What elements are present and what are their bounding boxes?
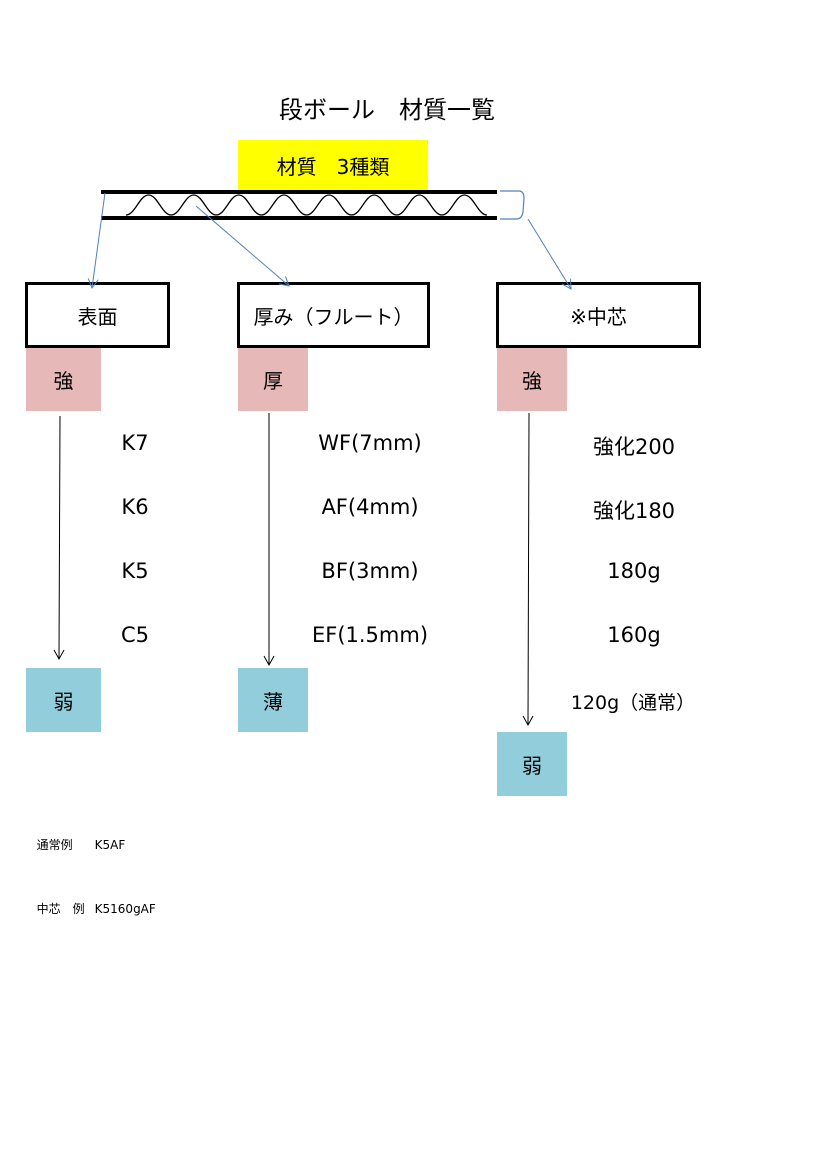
example-note-value: K5AF	[94, 838, 126, 852]
weak-swatch-medium: 弱	[497, 732, 567, 796]
example-note-value: K5160gAF	[94, 902, 156, 916]
cardboard-flute-wave	[125, 194, 488, 216]
flute-item: WF(7mm)	[318, 431, 422, 455]
medium-bracket	[500, 190, 525, 220]
column-heading-surface: 表面	[25, 282, 170, 348]
column-heading-flute: 厚み（フルート）	[237, 282, 430, 348]
strong-swatch-surface: 強	[26, 348, 101, 411]
strong-swatch-medium: 強	[497, 348, 567, 411]
strength-arrow-surface	[53, 415, 65, 661]
medium-grade-item: 120g（通常）	[570, 692, 696, 714]
weak-swatch-surface: 弱	[26, 668, 101, 732]
page-title-text: 段ボール 材質一覧	[279, 96, 495, 124]
arrow-to-surface	[87, 192, 106, 290]
example-note-label: 中芯 例	[36, 902, 85, 916]
example-note-medium: 中芯 例 K5160gAF	[29, 886, 156, 917]
flute-item: AF(4mm)	[321, 495, 419, 519]
surface-grade-item: K6	[121, 495, 149, 519]
medium-grade-item: 強化200	[592, 435, 676, 459]
medium-grade-item: 160g	[607, 623, 661, 647]
surface-grade-item: C5	[120, 623, 150, 647]
example-note-label: 通常例	[36, 838, 73, 852]
flute-item: BF(3mm)	[321, 559, 419, 583]
flute-item: EF(1.5mm)	[311, 623, 429, 647]
medium-grade-item: 180g	[607, 559, 661, 583]
example-note-standard: 通常例 K5AF	[29, 822, 126, 853]
thin-swatch-flute: 薄	[238, 668, 308, 732]
arrow-to-flute	[195, 205, 290, 287]
column-heading-medium: ※中芯	[496, 282, 701, 348]
material-types-header: 材質 3種類	[238, 140, 428, 190]
surface-grade-item: K5	[121, 559, 149, 583]
strength-arrow-medium	[522, 412, 534, 727]
arrow-to-medium	[527, 218, 572, 290]
surface-grade-item: K7	[121, 431, 149, 455]
medium-grade-item: 強化180	[592, 499, 676, 523]
thick-swatch-flute: 厚	[238, 348, 308, 411]
